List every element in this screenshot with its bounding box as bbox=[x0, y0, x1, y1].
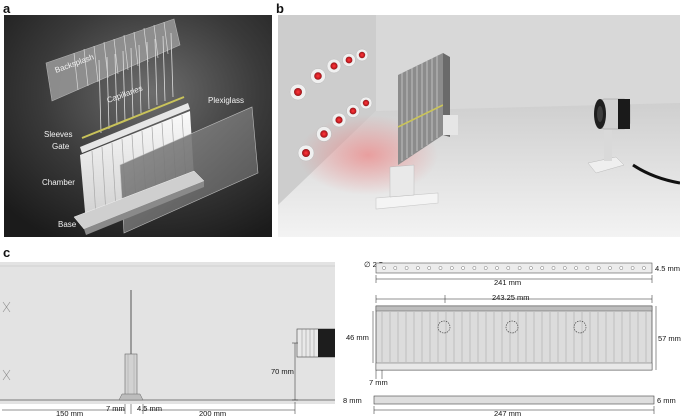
sensor-hole-1 bbox=[437, 320, 451, 334]
back-wall bbox=[376, 15, 680, 111]
strip-hole bbox=[483, 266, 488, 270]
wall-marks bbox=[2, 301, 11, 381]
dim-247: 247 mm bbox=[494, 409, 521, 418]
strip-hole bbox=[461, 266, 465, 270]
dim-46: 46 mm bbox=[346, 333, 369, 342]
strip-hole bbox=[630, 266, 635, 270]
strip-hole bbox=[438, 266, 443, 270]
strip-hole bbox=[574, 266, 578, 270]
dim-4-5-strip: 4.5 mm bbox=[655, 264, 680, 273]
dim-200: 200 mm bbox=[199, 409, 226, 418]
strip-hole bbox=[608, 266, 612, 270]
strip-hole bbox=[540, 266, 544, 270]
dim-243-25: 243.25 mm bbox=[492, 293, 530, 302]
capillary-strip bbox=[375, 262, 653, 274]
camera-render bbox=[587, 98, 680, 185]
dim-7-left: 7 mm bbox=[106, 404, 125, 413]
camera-side bbox=[296, 328, 335, 358]
panel-a-letter: a bbox=[3, 1, 11, 16]
dim-height-70: 70 mm bbox=[271, 367, 294, 376]
strip-hole bbox=[450, 266, 454, 270]
label-base: Base bbox=[58, 220, 77, 229]
strip-hole bbox=[393, 266, 398, 270]
apparatus-side bbox=[118, 290, 144, 401]
strip-hole bbox=[585, 266, 590, 270]
capillary-fluid-line bbox=[81, 96, 185, 139]
strip-hole bbox=[596, 266, 601, 270]
strip-hole bbox=[551, 266, 556, 270]
panel-c-technical-drawings: ∅ 2.5 mm 4.5 mm 241 mm 243.25 mm 46 mm 5… bbox=[343, 260, 681, 418]
strip-hole bbox=[404, 266, 409, 270]
strip-hole bbox=[562, 266, 567, 270]
dim-8: 8 mm bbox=[343, 396, 362, 405]
base-plate bbox=[373, 395, 655, 405]
strip-hole bbox=[529, 266, 533, 270]
gate-bar bbox=[80, 103, 190, 153]
strip-hole bbox=[495, 266, 499, 270]
sensor-hole-3 bbox=[573, 320, 587, 334]
capillary-tubes bbox=[98, 32, 174, 134]
panel-c-side-view: 70 mm 150 mm 7 mm 4.5 mm 200 mm bbox=[0, 262, 335, 418]
strip-hole bbox=[382, 266, 386, 270]
panel-b-room-render bbox=[278, 15, 680, 237]
dim-4-5: 4.5 mm bbox=[137, 404, 162, 413]
led-array bbox=[289, 48, 373, 162]
label-gate: Gate bbox=[52, 142, 70, 151]
panel-c-letter: c bbox=[3, 245, 11, 260]
backsplash-plate bbox=[45, 18, 181, 102]
dim-150: 150 mm bbox=[56, 409, 83, 418]
label-sleeves: Sleeves bbox=[44, 130, 72, 139]
panel-a-exploded-render: Backsplash Capillaries Plexiglass Sleeve… bbox=[4, 15, 272, 237]
dim-6: 6 mm bbox=[657, 396, 676, 405]
strip-hole bbox=[642, 266, 646, 270]
dim-57: 57 mm bbox=[658, 334, 681, 343]
dim-241: 241 mm bbox=[494, 278, 521, 287]
label-chamber: Chamber bbox=[42, 178, 75, 187]
strip-hole bbox=[506, 266, 511, 270]
strip-hole bbox=[619, 266, 624, 270]
strip-hole bbox=[416, 266, 420, 270]
chamber-front-view bbox=[375, 305, 653, 371]
strip-hole bbox=[427, 266, 431, 270]
sensor-hole-2 bbox=[505, 320, 519, 334]
strip-hole bbox=[472, 266, 477, 270]
dim-7-foot: 7 mm bbox=[369, 378, 388, 387]
apparatus-render bbox=[375, 53, 458, 210]
strip-hole bbox=[517, 266, 522, 270]
label-plexiglass: Plexiglass bbox=[208, 96, 244, 105]
panel-b-letter: b bbox=[276, 1, 284, 16]
